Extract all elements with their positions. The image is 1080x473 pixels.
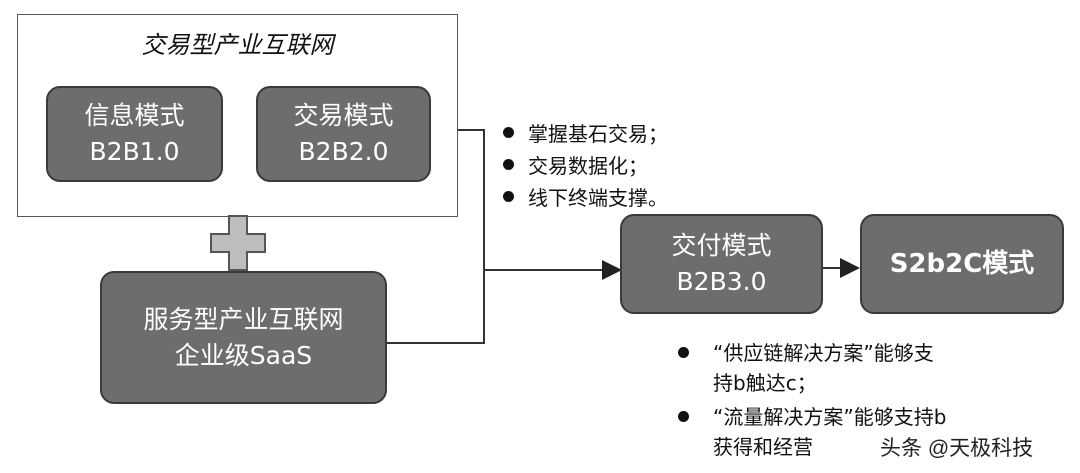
- box-service-line2: 企业级SaaS: [174, 340, 313, 370]
- bullet-dot-icon: [678, 411, 689, 422]
- bullet-text: “供应链解决方案”能够支持b触达c；: [713, 341, 934, 395]
- bullet-text: 掌握基石交易；: [528, 122, 668, 146]
- box-trade-line2: B2B2.0: [298, 137, 389, 166]
- list-item: 交易数据化；: [503, 150, 668, 179]
- bullet-list-bottom: “供应链解决方案”能够支持b触达c； “流量解决方案”能够支持b获得和经营: [678, 338, 948, 466]
- box-info-mode: 信息模式 B2B1.0: [46, 86, 223, 182]
- box-s2b2c-mode: S2b2C模式: [860, 214, 1064, 314]
- box-delivery-mode: 交付模式 B2B3.0: [620, 214, 823, 314]
- bullet-dot-icon: [503, 191, 514, 202]
- box-pay-line2: B2B3.0: [676, 267, 767, 296]
- bullet-dot-icon: [503, 159, 514, 170]
- list-item: “流量解决方案”能够支持b获得和经营: [678, 402, 948, 462]
- box-info-line1: 信息模式: [84, 101, 185, 130]
- box-service-line1: 服务型产业互联网: [143, 304, 344, 334]
- box-pay-line1: 交付模式: [671, 231, 772, 260]
- bullet-text: 线下终端支撑。: [528, 186, 668, 210]
- list-item: “供应链解决方案”能够支持b触达c；: [678, 338, 948, 398]
- bullet-text: 交易数据化；: [528, 154, 648, 178]
- bullet-dot-icon: [678, 347, 689, 358]
- line-service-to-junction: [385, 270, 485, 344]
- frame-title: 交易型产业互联网: [141, 31, 334, 59]
- box-service-internet: 服务型产业互联网 企业级SaaS: [100, 271, 387, 404]
- box-trade-mode: 交易模式 B2B2.0: [256, 86, 431, 182]
- list-item: 掌握基石交易；: [503, 118, 668, 147]
- box-trade-line1: 交易模式: [293, 101, 394, 130]
- box-info-line2: B2B1.0: [89, 137, 180, 166]
- bullet-text: “流量解决方案”能够支持b获得和经营: [713, 405, 947, 459]
- box-s2b2c-label: S2b2C模式: [889, 249, 1035, 279]
- watermark: 头条 @天极科技: [880, 437, 1034, 460]
- plus-icon: [210, 215, 266, 271]
- bullet-list-top: 掌握基石交易； 交易数据化； 线下终端支撑。: [503, 118, 668, 214]
- list-item: 线下终端支撑。: [503, 182, 668, 211]
- bullet-dot-icon: [503, 127, 514, 138]
